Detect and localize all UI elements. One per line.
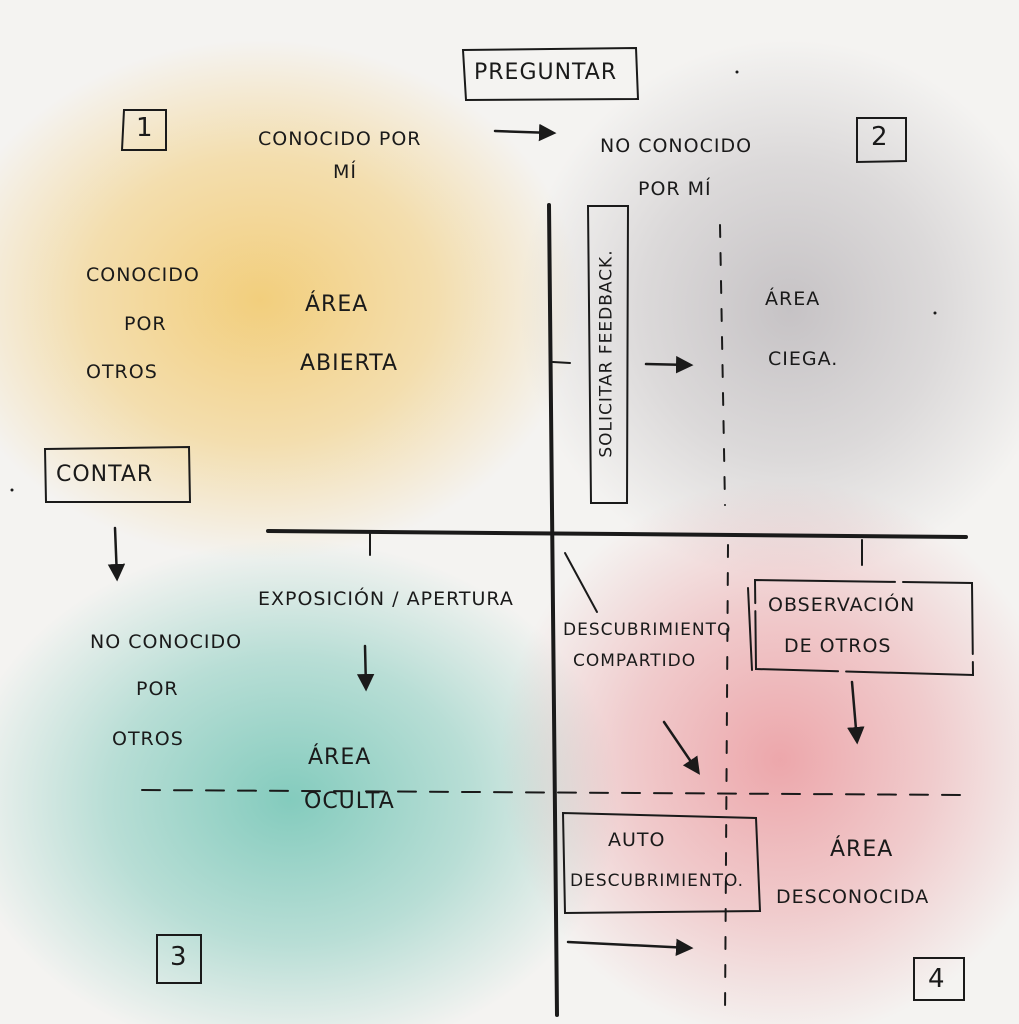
feedback-box <box>586 205 630 504</box>
dashed-horizontal <box>141 789 967 796</box>
q4-number-box <box>913 957 965 1001</box>
connector-compartido <box>564 552 598 613</box>
axis-known-to-self-line2: MÍ <box>333 161 357 183</box>
axis-unknown-to-others-line3: OTROS <box>112 728 184 750</box>
compartido-side-line <box>747 587 753 671</box>
hidden-area-line2: OCULTA <box>304 789 395 814</box>
preguntar-label: PREGUNTAR <box>474 60 618 85</box>
auto-box <box>561 811 762 915</box>
descubrimiento-compartido-line2: COMPARTIDO <box>573 651 697 671</box>
quadrant-number-4: 4 <box>928 964 946 994</box>
open-area-line1: ÁREA <box>305 292 369 317</box>
axis-unknown-to-self-line1: NO CONOCIDO <box>600 135 753 157</box>
observacion-line2: DE OTROS <box>784 635 892 657</box>
unknown-area-line1: ÁREA <box>830 837 894 862</box>
auto-descubrimiento-line1: AUTO <box>608 829 666 851</box>
observacion-box <box>753 578 975 677</box>
dashed-vertical-bottom <box>724 544 729 1016</box>
blind-area-line1: ÁREA <box>765 288 821 310</box>
arrow-observacion <box>847 680 865 745</box>
arrow-feedback <box>644 355 694 374</box>
axis-known-to-others-line2: POR <box>124 313 167 335</box>
arrow-compartido <box>662 720 700 775</box>
axis-unknown-to-self-line2: POR MÍ <box>638 178 712 200</box>
axis-unknown-to-others-line1: NO CONOCIDO <box>90 631 243 653</box>
descubrimiento-compartido-line1: DESCUBRIMIENTO <box>563 620 732 640</box>
arrow-contar <box>107 526 126 582</box>
blind-area-line2: CIEGA. <box>768 348 839 370</box>
axis-known-to-self-line1: CONOCIDO POR <box>258 128 422 150</box>
hidden-area-line1: ÁREA <box>308 745 372 770</box>
unknown-area-wash <box>500 480 1019 1024</box>
horizontal-axis <box>266 529 968 539</box>
arrow-exposicion <box>356 644 375 692</box>
dashed-vertical-top <box>719 224 726 506</box>
unknown-area-line2: DESCONOCIDA <box>776 886 930 908</box>
q1-number-box <box>120 109 167 151</box>
axis-known-to-others-line3: OTROS <box>86 361 158 383</box>
preguntar-box <box>461 46 640 102</box>
arrow-preguntar <box>493 123 557 142</box>
auto-descubrimiento-line2: DESCUBRIMIENTO. <box>570 871 745 891</box>
vertical-axis <box>547 203 559 1017</box>
q3-number-box <box>156 934 202 984</box>
open-area-line2: ABIERTA <box>300 351 398 376</box>
arrow-auto <box>566 938 694 957</box>
contar-box <box>43 445 192 503</box>
quadrant-number-3: 3 <box>170 942 188 972</box>
axis-known-to-others-line1: CONOCIDO <box>86 264 200 286</box>
axis-unknown-to-others-line2: POR <box>136 678 179 700</box>
q2-number-box <box>856 117 907 164</box>
exposicion-apertura-label: EXPOSICIÓN / APERTURA <box>258 588 514 610</box>
open-area-wash <box>0 40 580 560</box>
tick-feedback <box>552 361 571 364</box>
solicitar-feedback-label: SOLICITAR FEEDBACK. <box>596 249 617 458</box>
quadrant-number-2: 2 <box>871 122 889 152</box>
quadrant-number-1: 1 <box>136 113 154 143</box>
contar-label: CONTAR <box>56 462 154 487</box>
observacion-line1: OBSERVACIÓN <box>768 594 916 616</box>
